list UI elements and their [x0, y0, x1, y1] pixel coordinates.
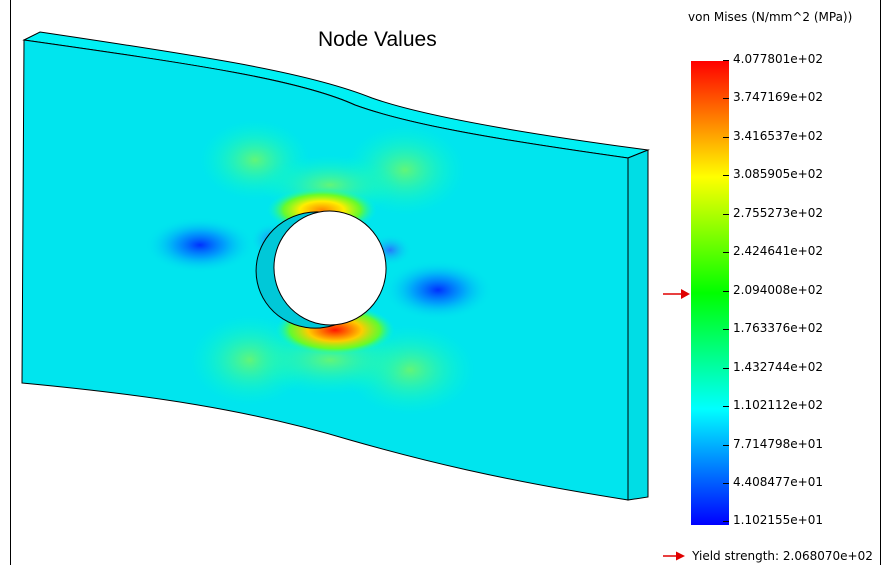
stress-colorbar: [691, 61, 729, 525]
legend-tick: 3.085905e+02: [723, 167, 823, 181]
legend-tick: 1.432744e+02: [723, 360, 823, 374]
legend-tick: 1.763376e+02: [723, 321, 823, 335]
plot-title: Node Values: [318, 28, 437, 51]
legend-tick: 7.714798e+01: [723, 437, 823, 451]
hole-opening: [273, 210, 387, 326]
legend-tick: 3.416537e+02: [723, 129, 823, 143]
legend-tick: 2.094008e+02: [723, 283, 823, 297]
legend-tick: 2.424641e+02: [723, 244, 823, 258]
legend-tick: 2.755273e+02: [723, 206, 823, 220]
viewport-border-left: [10, 0, 11, 565]
viewport-border-right: [880, 0, 881, 565]
yield-arrow-icon: [663, 289, 690, 299]
legend-tick: 4.077801e+02: [723, 52, 823, 66]
legend-title: von Mises (N/mm^2 (MPa)): [688, 10, 853, 24]
legend-tick: 1.102112e+02: [723, 398, 823, 412]
yield-strength-note: Yield strength: 2.068070e+02: [663, 545, 873, 564]
legend-tick: 1.102155e+01: [723, 513, 823, 527]
plate-side-face: [627, 149, 649, 501]
legend-tick: 3.747169e+02: [723, 90, 823, 104]
yield-strength-label: Yield strength: 2.068070e+02: [692, 548, 873, 563]
yield-arrow-icon: [663, 551, 685, 560]
legend-tick: 4.408477e+01: [723, 475, 823, 489]
